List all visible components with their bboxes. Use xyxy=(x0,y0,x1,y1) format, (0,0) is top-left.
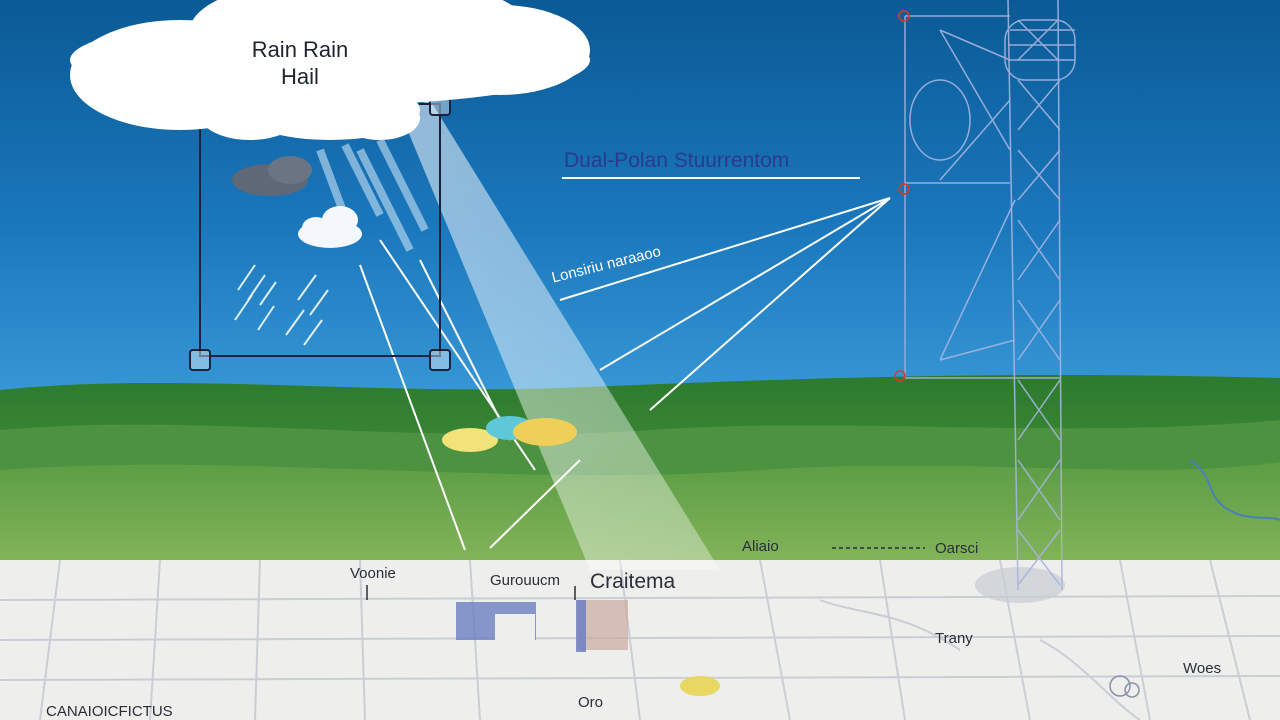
map-label-bottom-left: CANAIOICFICTUS xyxy=(46,703,173,720)
radar-beam xyxy=(400,100,720,570)
beam-lines xyxy=(359,197,891,551)
cloud-label: Rain Rain Hail xyxy=(230,36,370,90)
rain-streaks-icon xyxy=(234,264,329,346)
map-label-bottom-center: Oro xyxy=(578,694,604,711)
map-label-top-left: Voonie xyxy=(350,565,396,582)
dark-cloud-icon xyxy=(232,156,312,196)
ground-echo xyxy=(442,416,577,452)
cloud-label-line2: Hail xyxy=(281,64,319,89)
map-label-far-right: Woes xyxy=(1183,660,1222,677)
map-label-center: Gurouucm xyxy=(490,572,561,589)
storm-cloud xyxy=(70,0,590,140)
cloud-label-line1: Rain Rain xyxy=(251,37,349,62)
diagram-title: Dual-Polan Stuurrentom xyxy=(564,149,790,172)
map-label-right-c: Trany xyxy=(935,630,973,647)
map-label-right-a: Aliaio xyxy=(742,538,779,555)
elevation-markers xyxy=(894,10,910,382)
radar-tower xyxy=(905,0,1076,591)
hail-cloud-icon xyxy=(298,206,362,248)
map-label-right-b: Oarsci xyxy=(935,540,979,557)
street-map xyxy=(0,559,1280,720)
map-label-center-big: Craitema xyxy=(590,570,676,593)
river xyxy=(1189,459,1280,521)
precip-streaks xyxy=(316,138,429,252)
